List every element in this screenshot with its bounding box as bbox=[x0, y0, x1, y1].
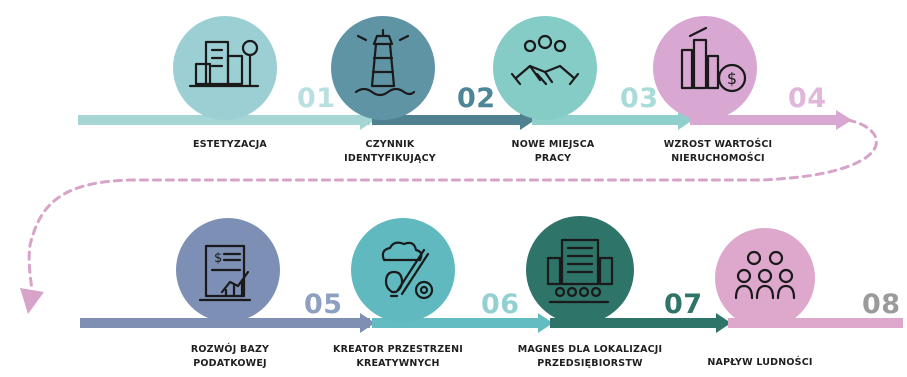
step-5-label-line-1: ROZWÓJ BAZY bbox=[190, 344, 270, 355]
step-6-number: 06 bbox=[481, 289, 520, 320]
office-building-people-icon bbox=[546, 238, 614, 304]
step-6-circle bbox=[351, 218, 455, 322]
step-3-number: 03 bbox=[620, 83, 659, 114]
buildings-money-icon: $ bbox=[680, 26, 747, 93]
step-6-label-line-1: KREATOR PRZESTRZENI bbox=[333, 344, 463, 355]
step-4-number: 04 bbox=[788, 83, 827, 114]
step-6-label-line-2: KREATYWNYCH bbox=[356, 358, 440, 369]
tax-document-chart-icon: $ bbox=[198, 244, 252, 302]
step-7-label: MAGNES DLA LOKALIZACJI PRZEDSIĘBIORSTW bbox=[518, 343, 663, 371]
step-2-number: 02 bbox=[457, 83, 496, 114]
lighthouse-icon bbox=[354, 28, 416, 97]
step-2-label-line-2: IDENTYFIKUJĄCY bbox=[344, 153, 436, 164]
step-5-number: 05 bbox=[304, 289, 343, 320]
step-7-number: 07 bbox=[664, 289, 703, 320]
creative-tools-icon bbox=[381, 241, 434, 300]
step-7-label-line-2: PRZEDSIĘBIORSTW bbox=[537, 358, 643, 369]
step-6-label: KREATOR PRZESTRZENI KREATYWNYCH bbox=[333, 343, 463, 371]
step-2-label-line-1: CZYNNIK bbox=[365, 139, 415, 150]
step-5-label-line-2: PODATKOWEJ bbox=[193, 358, 267, 369]
step-2-label: CZYNNIK IDENTYFIKUJĄCY bbox=[344, 138, 436, 166]
building-tree-icon bbox=[188, 39, 260, 88]
step-5-label: ROZWÓJ BAZY PODATKOWEJ bbox=[191, 343, 269, 371]
arrow-row-2 bbox=[80, 313, 903, 333]
step-1-number: 01 bbox=[297, 83, 336, 114]
step-8-circle bbox=[715, 228, 815, 328]
step-4-label-line-1: WZROST WARTOŚCI bbox=[663, 139, 773, 150]
step-8-label: NAPŁYW LUDNOŚCI bbox=[707, 356, 812, 370]
step-1-circle bbox=[173, 16, 277, 120]
handshake-icon bbox=[510, 34, 580, 86]
step-3-label: NOWE MIEJSCA PRACY bbox=[512, 138, 595, 166]
step-8-number: 08 bbox=[862, 289, 901, 320]
step-1-label-line-1: ESTETYZACJA bbox=[193, 139, 267, 150]
step-3-label-line-2: PRACY bbox=[534, 153, 572, 164]
svg-text:$: $ bbox=[214, 251, 222, 266]
step-7-circle bbox=[526, 216, 634, 324]
step-4-label: WZROST WARTOŚCI NIERUCHOMOŚCI bbox=[664, 138, 773, 166]
step-3-label-line-1: NOWE MIEJSCA bbox=[511, 139, 595, 150]
crowd-people-icon bbox=[734, 250, 796, 300]
step-3-circle bbox=[493, 16, 597, 120]
step-4-label-line-2: NIERUCHOMOŚCI bbox=[671, 153, 765, 164]
svg-text:$: $ bbox=[727, 69, 737, 88]
dashed-connector bbox=[20, 118, 878, 314]
step-8-label-line-1: NAPŁYW LUDNOŚCI bbox=[707, 357, 813, 368]
step-1-label: ESTETYZACJA bbox=[193, 138, 267, 152]
step-7-label-line-1: MAGNES DLA LOKALIZACJI bbox=[517, 344, 663, 355]
